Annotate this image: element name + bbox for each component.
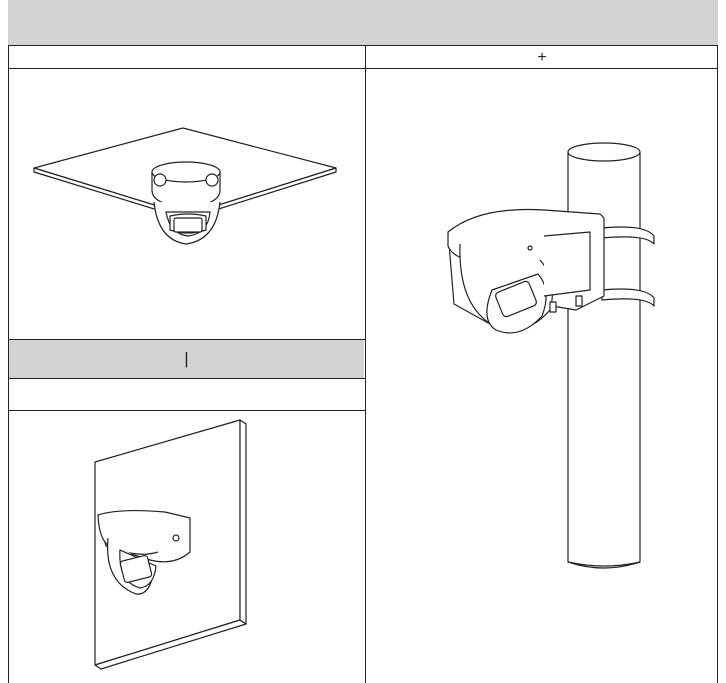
column-divider — [365, 46, 366, 683]
ceiling-mount-illustration — [20, 120, 350, 270]
section2-top-border — [8, 339, 365, 340]
row1-right-label: + — [537, 49, 547, 66]
wall-mount-illustration — [80, 420, 255, 670]
section2-header: | — [9, 340, 364, 378]
row1-label-divider — [8, 68, 718, 69]
pole-mount-illustration — [440, 140, 680, 580]
table-header — [8, 0, 718, 46]
table-frame — [8, 0, 718, 683]
section2-bottom-border — [8, 378, 365, 379]
section2-title: | — [184, 349, 189, 368]
row2-label-divider — [8, 410, 365, 411]
